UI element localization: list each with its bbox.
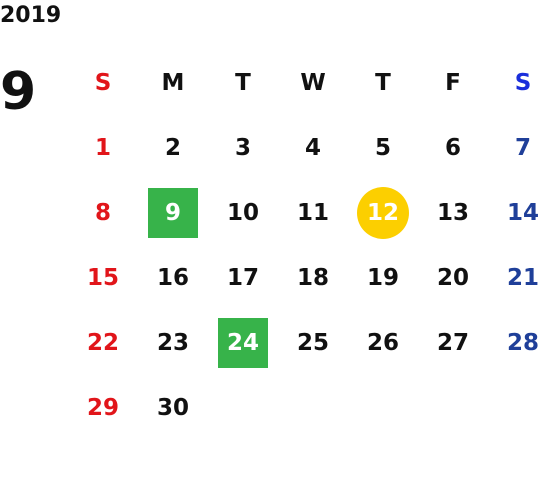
day-cell[interactable]: 20 <box>436 264 469 291</box>
weekday-sunday: S <box>94 69 112 96</box>
week-row-2: 8 9 10 11 12 13 14 <box>68 180 548 245</box>
day-cell[interactable]: 18 <box>296 264 329 291</box>
day-cell[interactable]: 2 <box>164 134 181 161</box>
day-cell[interactable]: 11 <box>296 199 329 226</box>
day-cell[interactable]: 10 <box>226 199 259 226</box>
day-cell-highlight-yellow[interactable]: 12 <box>348 180 418 245</box>
empty-day-cell <box>278 375 348 440</box>
week-row-5: 29 30 <box>68 375 548 440</box>
day-cell[interactable]: 30 <box>156 394 189 421</box>
day-cell[interactable]: 29 <box>86 394 119 421</box>
day-cell-highlight-green[interactable]: 9 <box>138 180 208 245</box>
day-cell[interactable]: 1 <box>94 134 111 161</box>
day-cell[interactable]: 19 <box>366 264 399 291</box>
day-cell[interactable]: 8 <box>94 199 111 226</box>
weekday-tuesday: T <box>235 69 251 96</box>
day-cell[interactable]: 26 <box>366 329 399 356</box>
day-cell[interactable]: 6 <box>444 134 461 161</box>
empty-day-cell <box>418 375 488 440</box>
day-cell[interactable]: 23 <box>156 329 189 356</box>
day-cell-highlight-green[interactable]: 24 <box>208 310 278 375</box>
empty-day-cell <box>208 375 278 440</box>
empty-day-cell <box>488 375 548 440</box>
month-label: 9 <box>0 62 37 122</box>
week-row-1: 1 2 3 4 5 6 7 <box>68 115 548 180</box>
day-cell[interactable]: 25 <box>296 329 329 356</box>
day-cell[interactable]: 15 <box>86 264 119 291</box>
weekday-thursday: T <box>375 69 391 96</box>
weekday-wednesday: W <box>300 69 326 96</box>
day-cell[interactable]: 4 <box>304 134 321 161</box>
day-cell[interactable]: 17 <box>226 264 259 291</box>
day-cell[interactable]: 16 <box>156 264 189 291</box>
weekday-friday: F <box>445 69 461 96</box>
year-label: 2019 <box>0 3 62 28</box>
empty-day-cell <box>348 375 418 440</box>
calendar-grid: S M T W T F S 1 2 3 4 5 6 7 8 9 10 11 12… <box>68 50 548 440</box>
day-cell[interactable]: 27 <box>436 329 469 356</box>
yellow-marker: 12 <box>357 186 409 239</box>
week-row-3: 15 16 17 18 19 20 21 <box>68 245 548 310</box>
green-marker: 9 <box>148 187 198 238</box>
weekday-monday: M <box>161 69 185 96</box>
green-marker: 24 <box>218 317 268 368</box>
day-cell[interactable]: 3 <box>234 134 251 161</box>
weekday-header-row: S M T W T F S <box>68 50 548 115</box>
day-cell[interactable]: 7 <box>514 134 531 161</box>
day-cell[interactable]: 28 <box>506 329 539 356</box>
day-cell[interactable]: 14 <box>506 199 539 226</box>
day-cell[interactable]: 21 <box>506 264 539 291</box>
day-cell[interactable]: 22 <box>86 329 119 356</box>
week-row-4: 22 23 24 25 26 27 28 <box>68 310 548 375</box>
day-cell[interactable]: 5 <box>374 134 391 161</box>
day-cell[interactable]: 13 <box>436 199 469 226</box>
weekday-saturday: S <box>514 69 532 96</box>
